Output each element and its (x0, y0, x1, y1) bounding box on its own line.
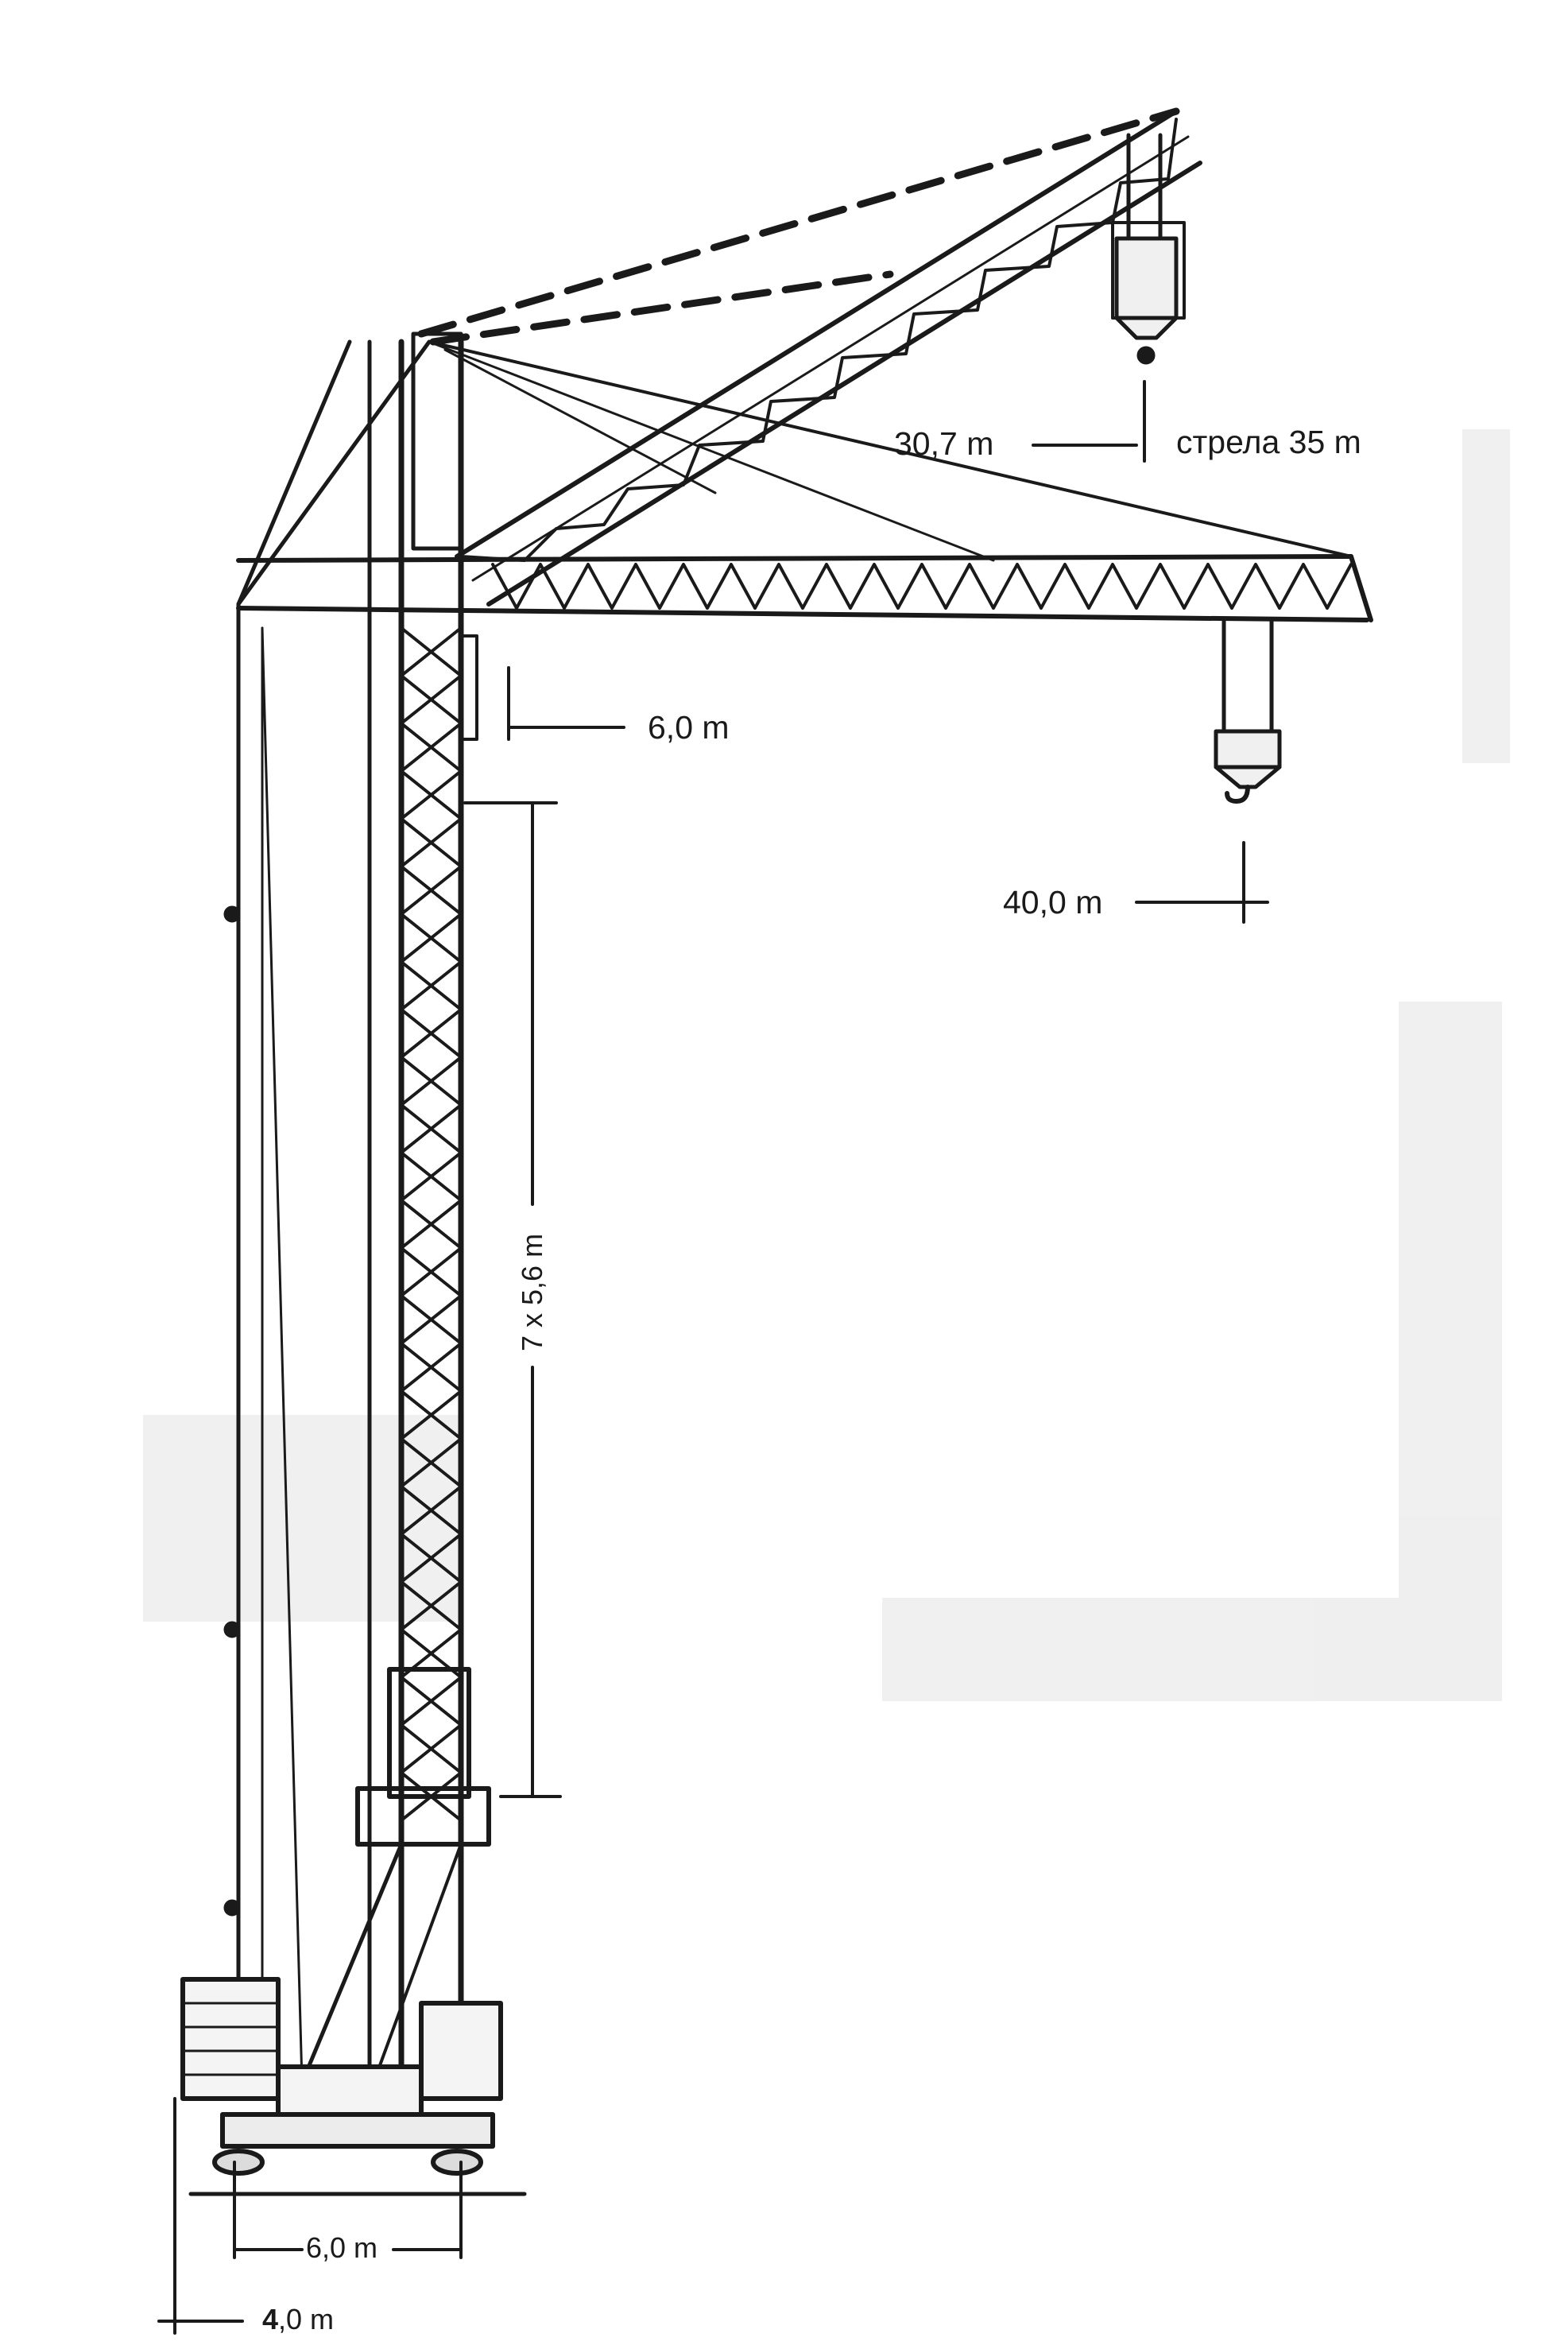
base-width-suffix: ,0 m (278, 2303, 335, 2335)
undercarriage (180, 1977, 527, 2196)
tower-mast (355, 331, 491, 2070)
boom-length-label: стрела 35 m (1176, 424, 1361, 460)
track-gauge-label: 6,0 m (306, 2231, 378, 2264)
base-width-prefix: 4 (262, 2303, 279, 2335)
base-width-label: 4,0 m (262, 2305, 334, 2334)
background-shading (143, 429, 1510, 1701)
main-hook-block (1214, 618, 1282, 804)
min-radius-label: 6,0 m (648, 709, 730, 746)
boom-radius-label: 30,7 m (894, 425, 994, 462)
luffing-rope (417, 107, 1180, 346)
luffing-jib (455, 109, 1202, 607)
max-radius-label: 40,0 m (1003, 884, 1103, 921)
tower-struts (223, 339, 463, 2085)
horizontal-jib (236, 339, 1373, 622)
dimension-lines (157, 380, 1269, 2335)
tower-sections-label: 7 x 5,6 m (516, 1233, 548, 1351)
jib-hook-block (1114, 133, 1179, 365)
